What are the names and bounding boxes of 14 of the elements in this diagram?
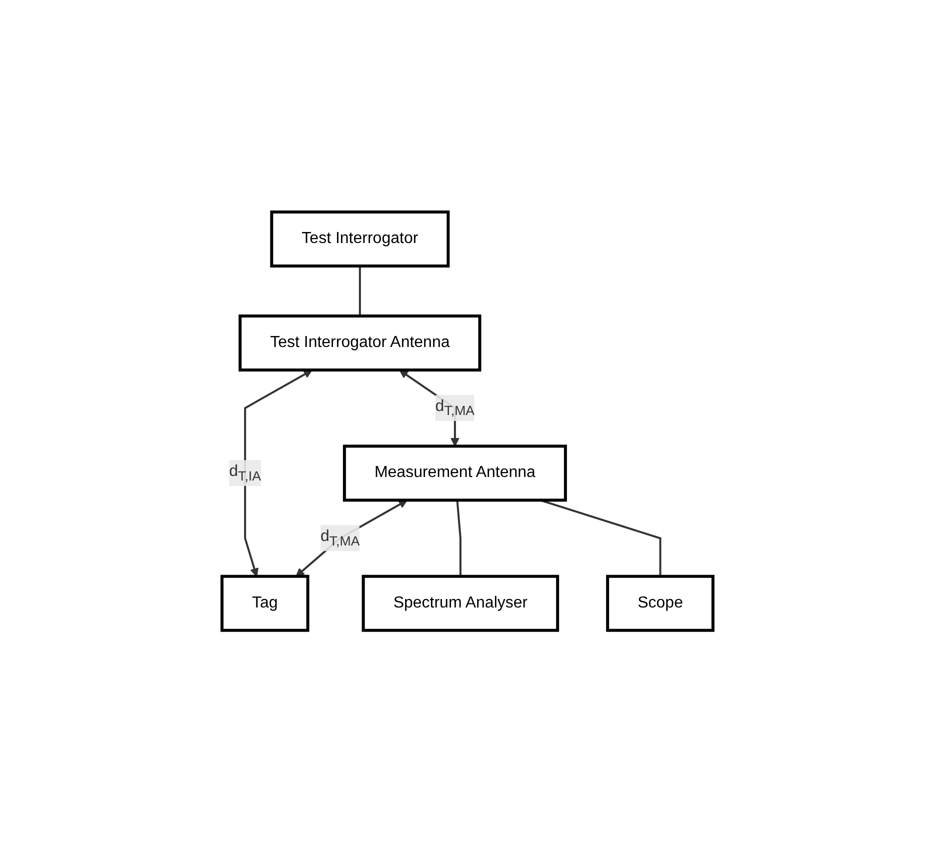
node-box: Test Interrogator Antenna [238, 314, 481, 372]
connector [539, 500, 661, 577]
node-box: Tag [220, 575, 309, 632]
edge-label: d$_{T,MA}$ [320, 528, 360, 549]
node-box: Test Interrogator [270, 210, 450, 268]
arrow [244, 370, 312, 578]
node-box: Scope [606, 575, 714, 632]
edge-label: d$_{T,IA}$ [228, 463, 261, 484]
connector [358, 266, 360, 316]
arrow [295, 500, 407, 578]
connector [456, 500, 461, 577]
node-box: Measurement Antenna [342, 445, 566, 502]
edge-label: d$_{T,MA}$ [434, 398, 474, 419]
node-box: Spectrum Analyser [361, 575, 559, 632]
